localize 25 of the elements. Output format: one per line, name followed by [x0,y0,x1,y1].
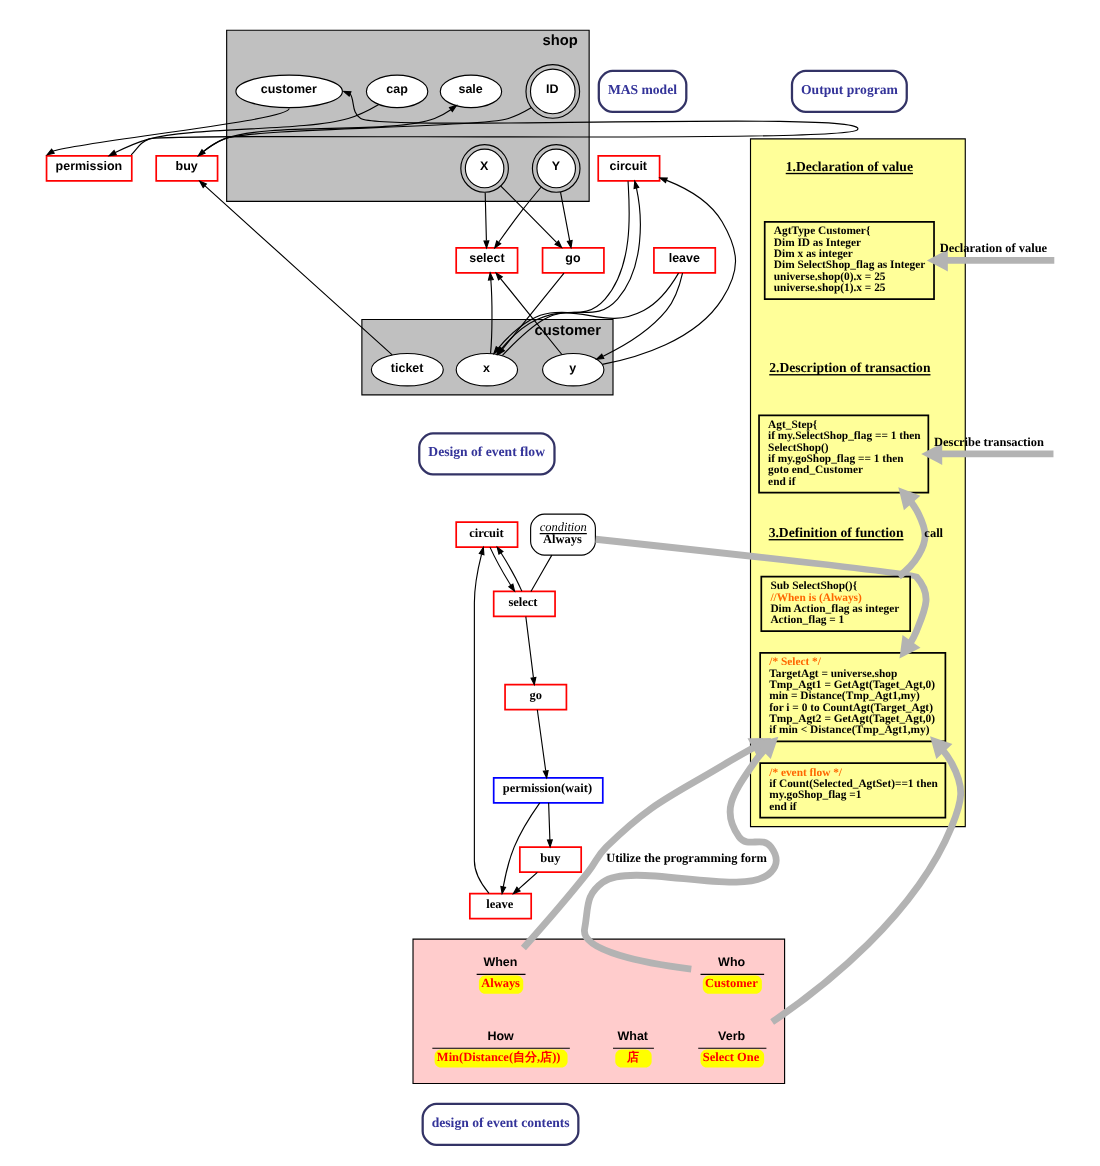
arrow [472,545,489,894]
arrow [558,191,572,250]
arrow [594,272,683,360]
arrow [482,192,489,250]
arrow [511,871,537,895]
arrow [495,545,522,592]
arrow [545,802,553,849]
arrow [594,535,929,659]
arrow [106,103,379,157]
arrow [492,186,541,250]
arrow [499,802,540,896]
arrow [197,104,457,157]
arrow [197,179,392,356]
arrow [44,107,289,156]
arrow [535,709,548,780]
arrow [195,107,531,157]
arrow [524,616,536,687]
arrow [499,185,562,249]
arrow [129,90,857,156]
arrow [486,271,494,354]
cluster [411,938,785,1085]
connector [529,554,552,592]
arrow [895,487,928,580]
arrow [488,546,515,593]
arrow [600,177,736,365]
